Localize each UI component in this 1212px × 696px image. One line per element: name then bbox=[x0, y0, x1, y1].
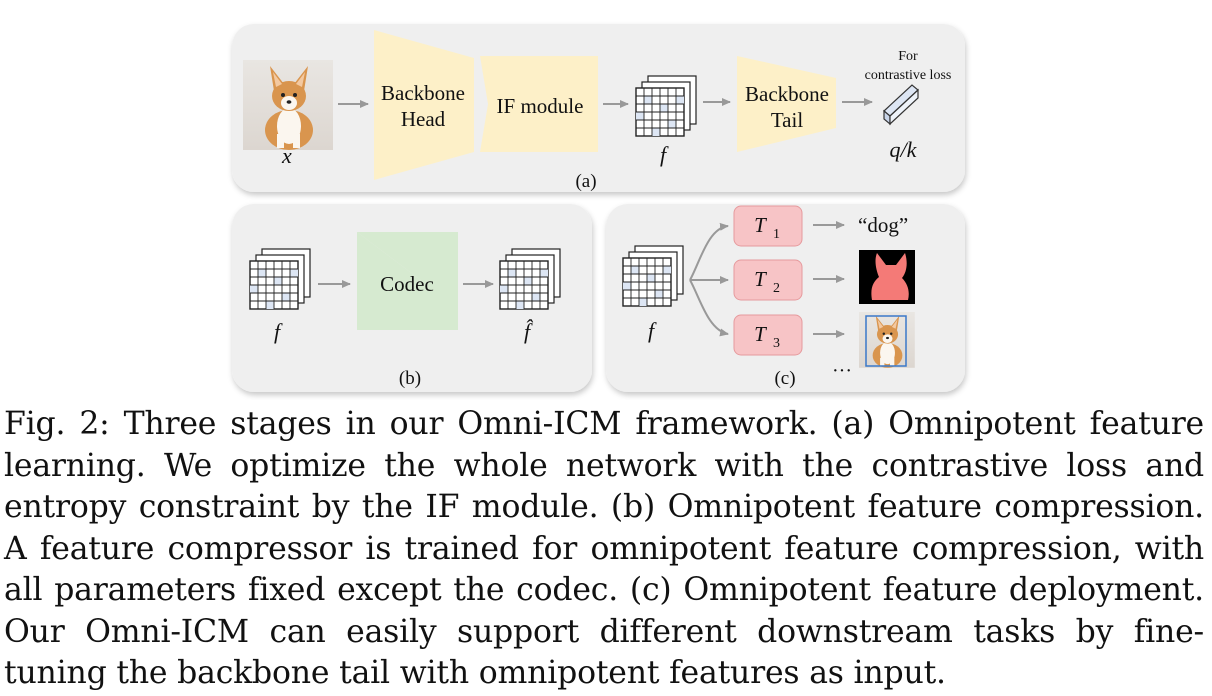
output-feature-symbol: f̂ bbox=[524, 319, 534, 344]
backbone-tail-label: Backbone bbox=[745, 82, 829, 106]
segmentation-mask-image bbox=[859, 250, 915, 304]
feature-symbol: f bbox=[660, 142, 669, 167]
if-module-label: IF module bbox=[497, 94, 584, 118]
feature-map-icon bbox=[499, 248, 561, 310]
embedding-vector-icon bbox=[883, 84, 919, 126]
panel-c-label: (c) bbox=[774, 368, 795, 389]
backbone-tail-label: Tail bbox=[771, 108, 804, 132]
feature-map-icon bbox=[249, 248, 311, 310]
output-symbol: q/k bbox=[890, 137, 918, 162]
codec-label: Codec bbox=[380, 272, 434, 296]
panel-b: f Codec f̂ (b) bbox=[232, 204, 592, 392]
panel-a-label: (a) bbox=[575, 171, 596, 192]
feature-map-icon bbox=[622, 245, 684, 307]
more-tasks-ellipsis: ··· bbox=[832, 360, 852, 382]
task-3: T 3 bbox=[733, 312, 915, 368]
loss-note: contrastive loss bbox=[865, 68, 952, 83]
backbone-head-block bbox=[374, 30, 474, 180]
backbone-head-label: Backbone bbox=[381, 81, 465, 105]
input-feature-symbol: f bbox=[274, 319, 283, 344]
loss-note: For bbox=[898, 49, 918, 64]
panel-c: f T 1 “dog” T 2 T 3 bbox=[606, 204, 965, 392]
bounding-box bbox=[865, 315, 907, 367]
figure-caption: Fig. 2: Three stages in our Omni-ICM fra… bbox=[4, 406, 1204, 691]
feature-map-icon bbox=[635, 75, 697, 137]
task-2-subscript: 2 bbox=[773, 281, 780, 296]
task-1-subscript: 1 bbox=[773, 227, 780, 242]
task-1-name: T bbox=[754, 213, 767, 237]
task-2-name: T bbox=[754, 267, 767, 291]
panel-a: x Backbone Head IF module f Backbone Tai… bbox=[232, 24, 965, 192]
input-dog-image bbox=[243, 60, 333, 150]
branch-arrow bbox=[689, 279, 729, 337]
task-3-subscript: 3 bbox=[773, 336, 780, 351]
task-2: T 2 bbox=[733, 250, 915, 304]
task-3-name: T bbox=[754, 322, 767, 346]
codec-block bbox=[357, 232, 458, 330]
panel-b-label: (b) bbox=[399, 368, 421, 389]
task-1: T 1 “dog” bbox=[733, 205, 908, 247]
backbone-tail-block bbox=[737, 56, 836, 152]
if-module-block bbox=[480, 56, 598, 152]
branch-arrow bbox=[689, 222, 729, 281]
classification-output: “dog” bbox=[858, 213, 908, 237]
input-feature-symbol: f bbox=[648, 318, 657, 343]
input-symbol: x bbox=[281, 143, 292, 168]
framework-figure: x Backbone Head IF module f Backbone Tai… bbox=[232, 24, 965, 392]
backbone-head-label: Head bbox=[401, 107, 446, 131]
